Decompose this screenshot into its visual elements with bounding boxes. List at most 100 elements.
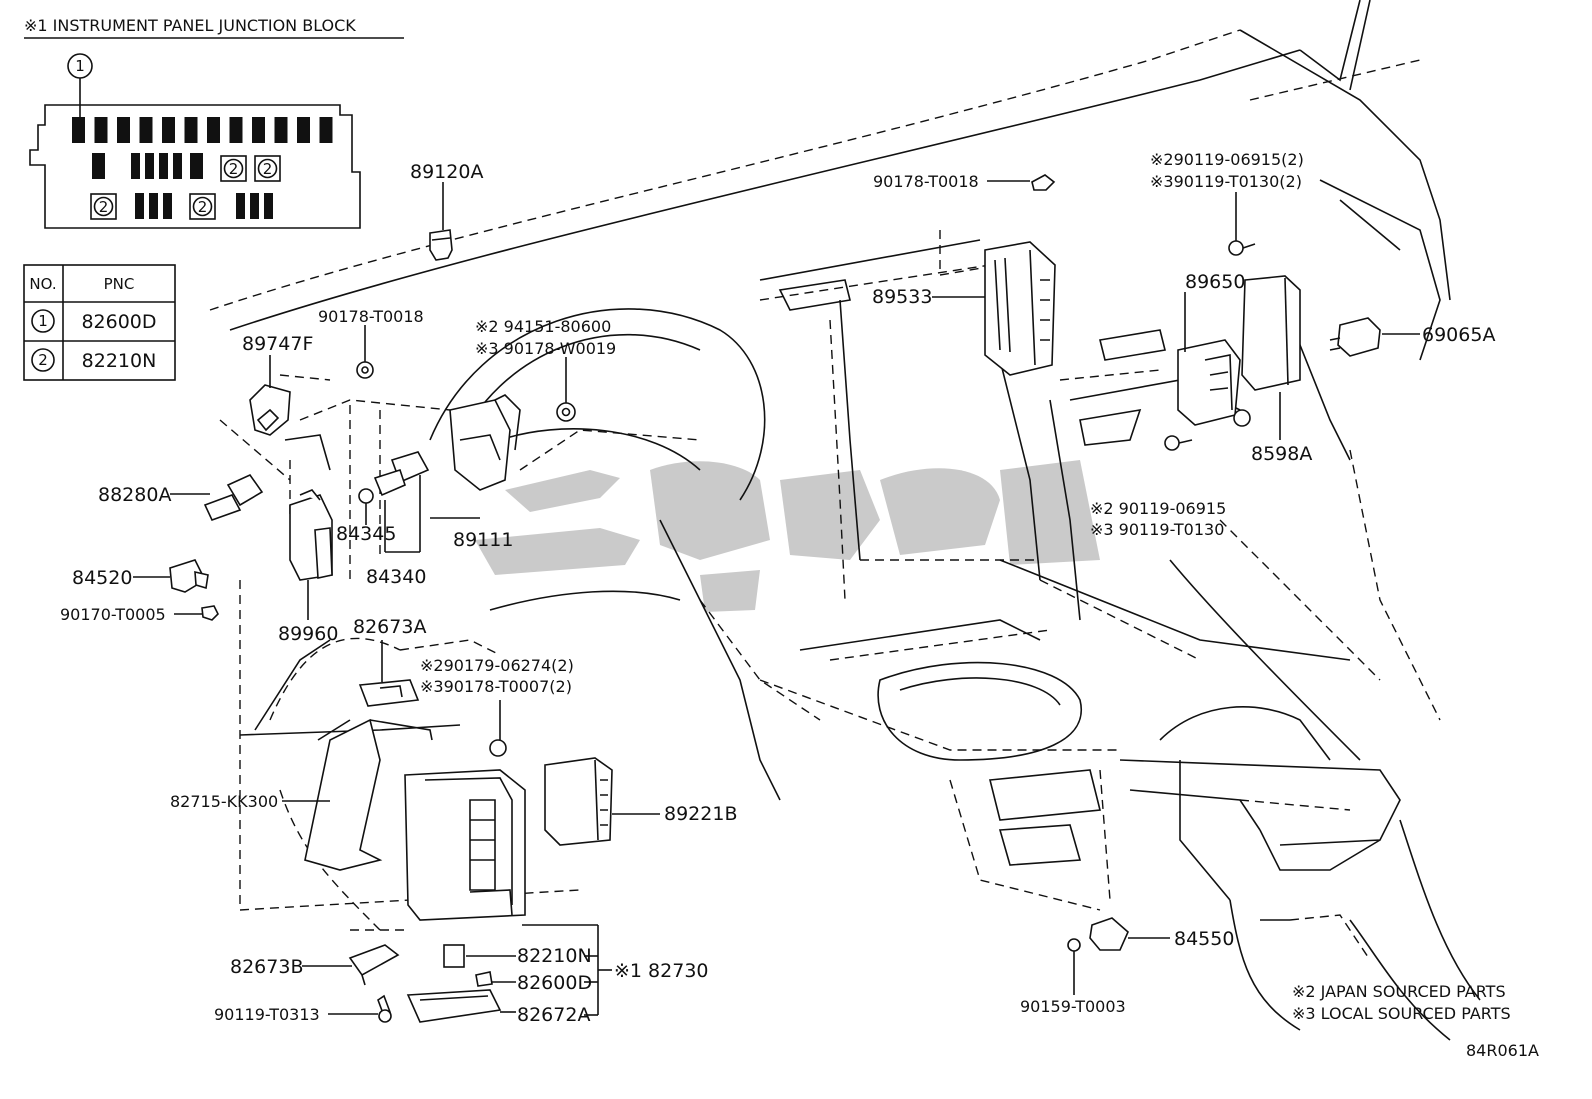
screw-90159-T0003 [1067,938,1081,952]
label-89120A: 89120A [410,161,483,183]
bolt-90119-06915-lower [1164,435,1193,451]
fuse-slot [184,117,198,143]
bolt-90119-T0313 [377,994,392,1023]
label-89960: 89960 [278,623,338,645]
part-82672A-cover [406,989,502,1023]
part-89221B-module [544,757,613,846]
part-84550-switch [1089,917,1129,951]
nut-90179-06274 [489,739,507,757]
fuse-slot [264,193,273,219]
fuse-slot [94,117,108,143]
label-8598A: 8598A [1251,443,1312,465]
label-89111: 89111 [453,529,513,551]
fuse-slot [159,153,168,179]
nut-84345 [358,488,374,504]
part-89533-module [984,241,1056,376]
fuse-slot [72,117,85,143]
figure-code: 84R061A [1466,1041,1539,1060]
label-90178-T0018: 90178-T0018 [318,307,424,326]
fuse-slot [229,117,243,143]
fuse-slot [297,117,310,143]
fuse-slot [236,193,245,219]
nut-90178-T0018 [356,361,374,379]
nut-90170-T0005 [201,605,219,621]
fuse-slot [92,153,105,179]
note-japan-sourced: ※2 JAPAN SOURCED PARTS [1292,982,1506,1001]
label-84520: 84520 [72,567,132,589]
label-82210N: 82210N [517,945,592,967]
part-89747F-sensor [249,384,291,436]
fuse-slot [117,117,130,143]
callout-1-number: 1 [75,57,85,75]
fuse-slot [207,117,220,143]
label-82673A: 82673A [353,616,426,638]
label-84550: 84550 [1174,928,1234,950]
part-8598A-relay [1233,275,1301,427]
table-cell-pnc: 82600D [81,311,156,333]
fuse-slot [173,153,182,179]
part-82715-KK300-bracket [304,718,433,871]
label-89221B: 89221B [664,803,737,825]
watermark-logo [475,460,1100,612]
label-90119-06915: ※2 90119-06915 [1090,499,1226,518]
bolt-90119-06915-upper [1228,240,1256,256]
label-90178-T0018: 90178-T0018 [873,172,979,191]
fuse-row [72,117,333,219]
fuse-slot [145,153,154,179]
junction-block-inset [24,37,404,229]
fuse-slot [190,153,203,179]
part-88280A-switch [203,473,264,521]
leader-lines [133,180,1420,1016]
part-89650-module [1177,339,1241,426]
part-89120A-grommet [429,229,453,261]
part-82673B-bracket [348,944,400,986]
label-82673B: 82673B [230,956,303,978]
table-cell-pnc: 82210N [82,350,157,372]
label-90119-T0313: 90119-T0313 [214,1005,320,1024]
label-89650: 89650 [1185,271,1245,293]
label-90119-T0130: ※3 90119-T0130 [1090,520,1224,539]
fuse-slot [139,117,153,143]
fuse-slot [131,153,140,179]
table-header-pnc: PNC [104,275,135,293]
label-90159-T0003: 90159-T0003 [1020,997,1126,1016]
fuse-slot [252,117,265,143]
part-89111-bracket [449,394,521,491]
callout-2-number: 2 [198,198,208,216]
part-82673A-bracket [358,679,420,707]
nut-90178-W0019 [556,402,576,422]
label-82715-KK300: 82715-KK300 [170,792,278,811]
label-90178-W0019: ※3 90178-W0019 [475,339,616,358]
label-89533: 89533 [872,286,932,308]
label-82600D: 82600D [517,972,592,994]
label-82672A: 82672A [517,1004,590,1026]
part-84340-switch [373,451,430,497]
label-88280A: 88280A [98,484,171,506]
fuse-slot [319,117,333,143]
fuse-slot [135,193,144,219]
label-84345: 84345 [336,523,396,545]
table-cell-no: 1 [38,312,48,330]
junction-block-title: ※1 INSTRUMENT PANEL JUNCTION BLOCK [24,16,356,35]
label-90170-T0005: 90170-T0005 [60,605,166,624]
callout-2-number: 2 [229,160,239,178]
label-89747F: 89747F [242,333,313,355]
fuse-slot [250,193,259,219]
part-69065A-sensor [1329,317,1381,357]
callout-2-number: 2 [99,198,109,216]
label-90179-06274: ※290179-06274(2) [420,656,574,675]
label-90119-T0130-x2: ※390119-T0130(2) [1150,172,1302,191]
fuse-slot [274,117,288,143]
label-84340: 84340 [366,566,426,588]
part-82210N-relay [443,944,465,968]
note-local-sourced: ※3 LOCAL SOURCED PARTS [1292,1004,1511,1023]
label-90178-T0007: ※390178-T0007(2) [420,677,572,696]
part-89960-sensor [289,489,333,581]
part-82730-junction-block [404,769,526,921]
table-cell-no: 2 [38,351,48,369]
pnc-table [23,264,176,381]
callout-2-number: 2 [263,160,273,178]
fuse-slot [163,193,172,219]
label-94151-80600: ※2 94151-80600 [475,317,611,336]
